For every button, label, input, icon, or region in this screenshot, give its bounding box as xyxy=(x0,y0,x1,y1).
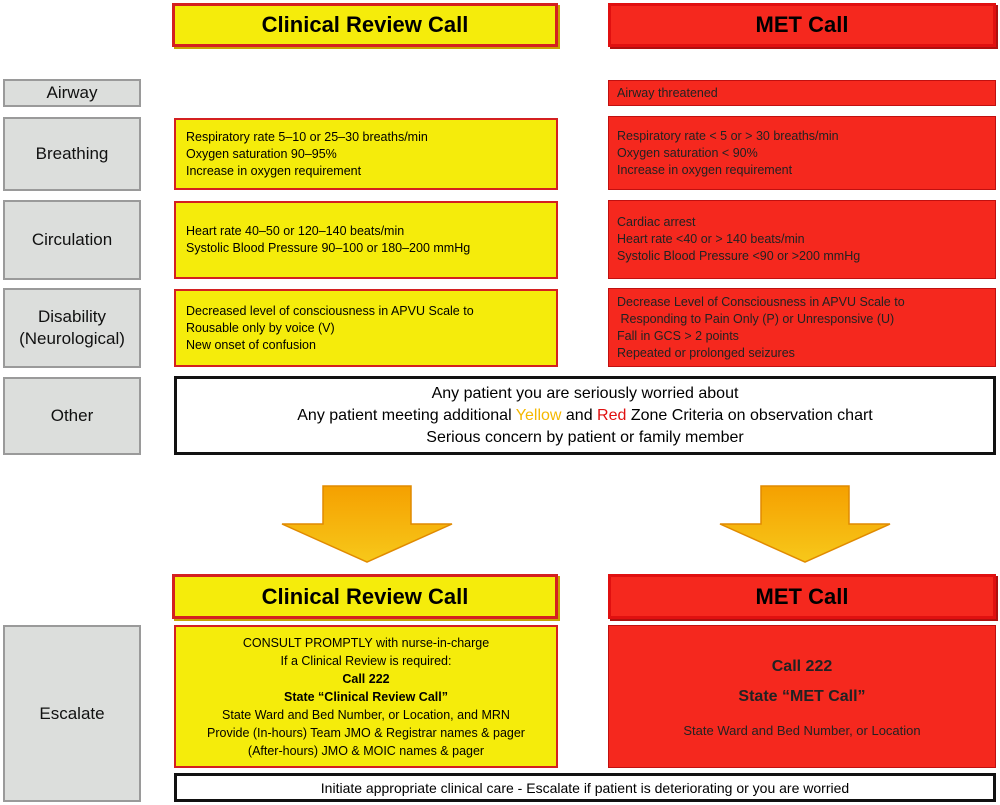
criteria-line: Increase in oxygen requirement xyxy=(186,163,362,178)
criteria-line: Increase in oxygen requirement xyxy=(617,162,793,177)
other-line-1: Any patient you are seriously worried ab… xyxy=(431,384,739,402)
criteria-line: Responding to Pain Only (P) or Unrespons… xyxy=(617,311,895,326)
other-line-2-and: and xyxy=(561,406,598,424)
escalate-state-call: State “Clinical Review Call” xyxy=(284,689,448,704)
clinical-review-escalate-header-label: Clinical Review Call xyxy=(261,583,469,609)
criteria-line: Airway threatened xyxy=(617,85,718,100)
criteria-line: Repeated or prolonged seizures xyxy=(617,345,795,360)
escalate-state-call: State “MET Call” xyxy=(738,687,866,705)
other-line-2-prefix: Any patient meeting additional xyxy=(297,406,516,424)
category-escalate: Escalate xyxy=(3,625,141,802)
met-breathing-box: Respiratory rate < 5 or > 30 breaths/min… xyxy=(608,116,996,190)
escalate-line: State Ward and Bed Number, or Location xyxy=(683,722,921,738)
clinical-review-circulation-box: Heart rate 40–50 or 120–140 beats/min Sy… xyxy=(174,201,558,279)
category-disability: Disability (Neurological) xyxy=(3,288,141,368)
criteria-line: Systolic Blood Pressure <90 or >200 mmHg xyxy=(617,249,861,263)
criteria-line: Cardiac arrest xyxy=(617,215,696,229)
escalate-line: (After-hours) JMO & MOIC names & pager xyxy=(247,743,485,758)
criteria-line: Oxygen saturation < 90% xyxy=(617,145,758,160)
other-criteria-box: Any patient you are seriously worried ab… xyxy=(174,376,996,455)
category-airway: Airway xyxy=(3,79,141,107)
down-arrow-icon-clinical-review xyxy=(281,485,453,563)
clinical-review-breathing-box: Respiratory rate 5–10 or 25–30 breaths/m… xyxy=(174,118,558,190)
escalate-call-number: Call 222 xyxy=(342,671,390,686)
met-call-escalate-header-label: MET Call xyxy=(755,583,849,609)
red-zone-keyword: Red xyxy=(597,406,627,424)
other-line-3: Serious concern by patient or family mem… xyxy=(426,428,744,446)
criteria-line: New onset of confusion xyxy=(186,337,316,352)
escalate-call-number: Call 222 xyxy=(771,657,833,675)
escalate-line: If a Clinical Review is required: xyxy=(280,653,452,668)
category-other: Other xyxy=(3,377,141,455)
met-disability-box: Decrease Level of Consciousness in APVU … xyxy=(608,288,996,367)
category-circulation: Circulation xyxy=(3,200,141,280)
criteria-line: Rousable only by voice (V) xyxy=(186,320,335,335)
criteria-line: Respiratory rate 5–10 or 25–30 breaths/m… xyxy=(186,129,428,144)
criteria-line: Heart rate <40 or > 140 beats/min xyxy=(617,232,805,246)
met-call-header-label: MET Call xyxy=(755,12,849,37)
met-call-escalate-header: MET Call xyxy=(608,574,996,619)
footer-instruction: Initiate appropriate clinical care - Esc… xyxy=(320,779,850,796)
criteria-line: Heart rate 40–50 or 120–140 beats/min xyxy=(186,224,405,238)
other-line-2-suffix: Zone Criteria on observation chart xyxy=(626,406,873,424)
clinical-review-disability-box: Decreased level of consciousness in APVU… xyxy=(174,289,558,367)
met-airway-box: Airway threatened xyxy=(608,80,996,106)
category-other-label: Other xyxy=(50,406,94,425)
category-circulation-label: Circulation xyxy=(31,230,113,249)
criteria-line: Fall in GCS > 2 points xyxy=(617,328,739,343)
category-disability-label: Disability xyxy=(37,307,107,326)
escalate-line: State Ward and Bed Number, or Location, … xyxy=(222,707,510,722)
criteria-line: Decreased level of consciousness in APVU… xyxy=(186,303,474,318)
escalate-line: CONSULT PROMPTLY with nurse-in-charge xyxy=(242,635,490,650)
escalate-line: Provide (In-hours) Team JMO & Registrar … xyxy=(207,725,525,740)
down-arrow-icon-met-call xyxy=(719,485,891,563)
clinical-review-header-label: Clinical Review Call xyxy=(261,12,469,37)
category-airway-label: Airway xyxy=(46,83,98,102)
met-escalate-box: Call 222 State “MET Call” State Ward and… xyxy=(608,625,996,768)
category-disability-sublabel: (Neurological) xyxy=(19,329,125,348)
other-line-2: Any patient meeting additional Yellow an… xyxy=(297,405,873,427)
criteria-line: Respiratory rate < 5 or > 30 breaths/min xyxy=(617,128,839,143)
met-call-header: MET Call xyxy=(608,3,996,47)
clinical-review-header: Clinical Review Call xyxy=(172,3,558,47)
clinical-review-escalate-box: CONSULT PROMPTLY with nurse-in-charge If… xyxy=(174,625,558,768)
criteria-line: Systolic Blood Pressure 90–100 or 180–20… xyxy=(186,241,471,255)
category-breathing-label: Breathing xyxy=(35,144,109,163)
yellow-zone-keyword: Yellow xyxy=(515,406,562,424)
footer-instruction-box: Initiate appropriate clinical care - Esc… xyxy=(174,773,996,802)
category-escalate-label: Escalate xyxy=(39,703,105,723)
criteria-line: Decrease Level of Consciousness in APVU … xyxy=(617,294,905,309)
clinical-review-escalate-header: Clinical Review Call xyxy=(172,574,558,619)
criteria-line: Oxygen saturation 90–95% xyxy=(186,146,337,161)
met-circulation-box: Cardiac arrest Heart rate <40 or > 140 b… xyxy=(608,200,996,279)
category-breathing: Breathing xyxy=(3,117,141,191)
